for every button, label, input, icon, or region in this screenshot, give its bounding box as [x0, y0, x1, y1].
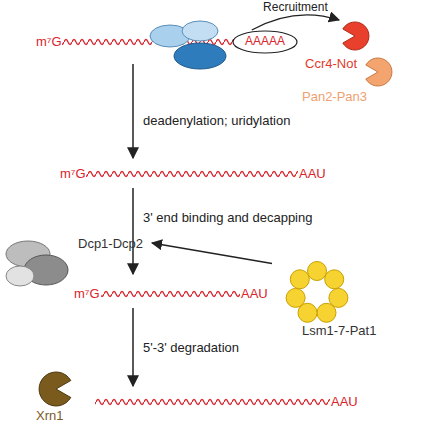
connector-arrow — [152, 243, 272, 264]
lsm-subunit — [325, 270, 344, 289]
lsm-subunit — [317, 303, 336, 322]
lsm-subunit — [286, 288, 305, 307]
xrn1-enzyme: Xrn1 — [28, 372, 88, 424]
tail-label: AAU — [331, 394, 358, 409]
tail-label: AAU — [299, 166, 326, 181]
protein-blob — [182, 21, 218, 41]
enzyme-shape — [343, 22, 369, 50]
lsm1-7-pat1-complex: Lsm1-7-Pat1 — [272, 255, 382, 340]
tail-label: AAU — [241, 286, 268, 301]
ccr4-not-enzyme: Ccr4-Not — [303, 20, 375, 72]
node-label: Xrn1 — [36, 408, 63, 423]
node-label: AAAAA — [232, 34, 298, 49]
mrna-line — [95, 396, 330, 408]
cap-label: m⁷G — [74, 286, 100, 301]
decapping-shape — [6, 266, 34, 286]
step-arrow — [132, 188, 134, 274]
node-label: Dcp1-Dcp2 — [78, 236, 143, 251]
polya-tail: AAAAA — [232, 30, 298, 54]
cap-label: m⁷G — [60, 166, 86, 181]
node-label: Lsm1-7-Pat1 — [302, 323, 376, 338]
lsm-subunit — [290, 270, 309, 289]
polya-outline — [233, 31, 297, 53]
edge-label: Recruitment — [263, 0, 328, 15]
mrna-line — [86, 168, 298, 180]
pan2-pan3-enzyme: Pan2-Pan3 — [300, 58, 400, 106]
mrna-line — [101, 288, 240, 300]
protein-blob — [174, 43, 226, 69]
connector-arrow — [252, 15, 339, 30]
lsm-subunit — [308, 262, 327, 281]
cap-label: m⁷G — [36, 34, 62, 49]
step-label: 5'-3' degradation — [143, 340, 239, 355]
enzyme-shape — [39, 372, 71, 406]
step-label: 3' end binding and decapping — [143, 210, 312, 225]
step-arrow — [132, 308, 134, 386]
node-label: Pan2-Pan3 — [302, 89, 367, 104]
step-label: deadenylation; uridylation — [143, 113, 290, 128]
enzyme-shape — [366, 58, 392, 86]
step-arrow — [132, 64, 134, 158]
node-label: Ccr4-Not — [305, 56, 357, 71]
dcp1-dcp2-complex: Dcp1-Dcp2 — [2, 232, 152, 287]
